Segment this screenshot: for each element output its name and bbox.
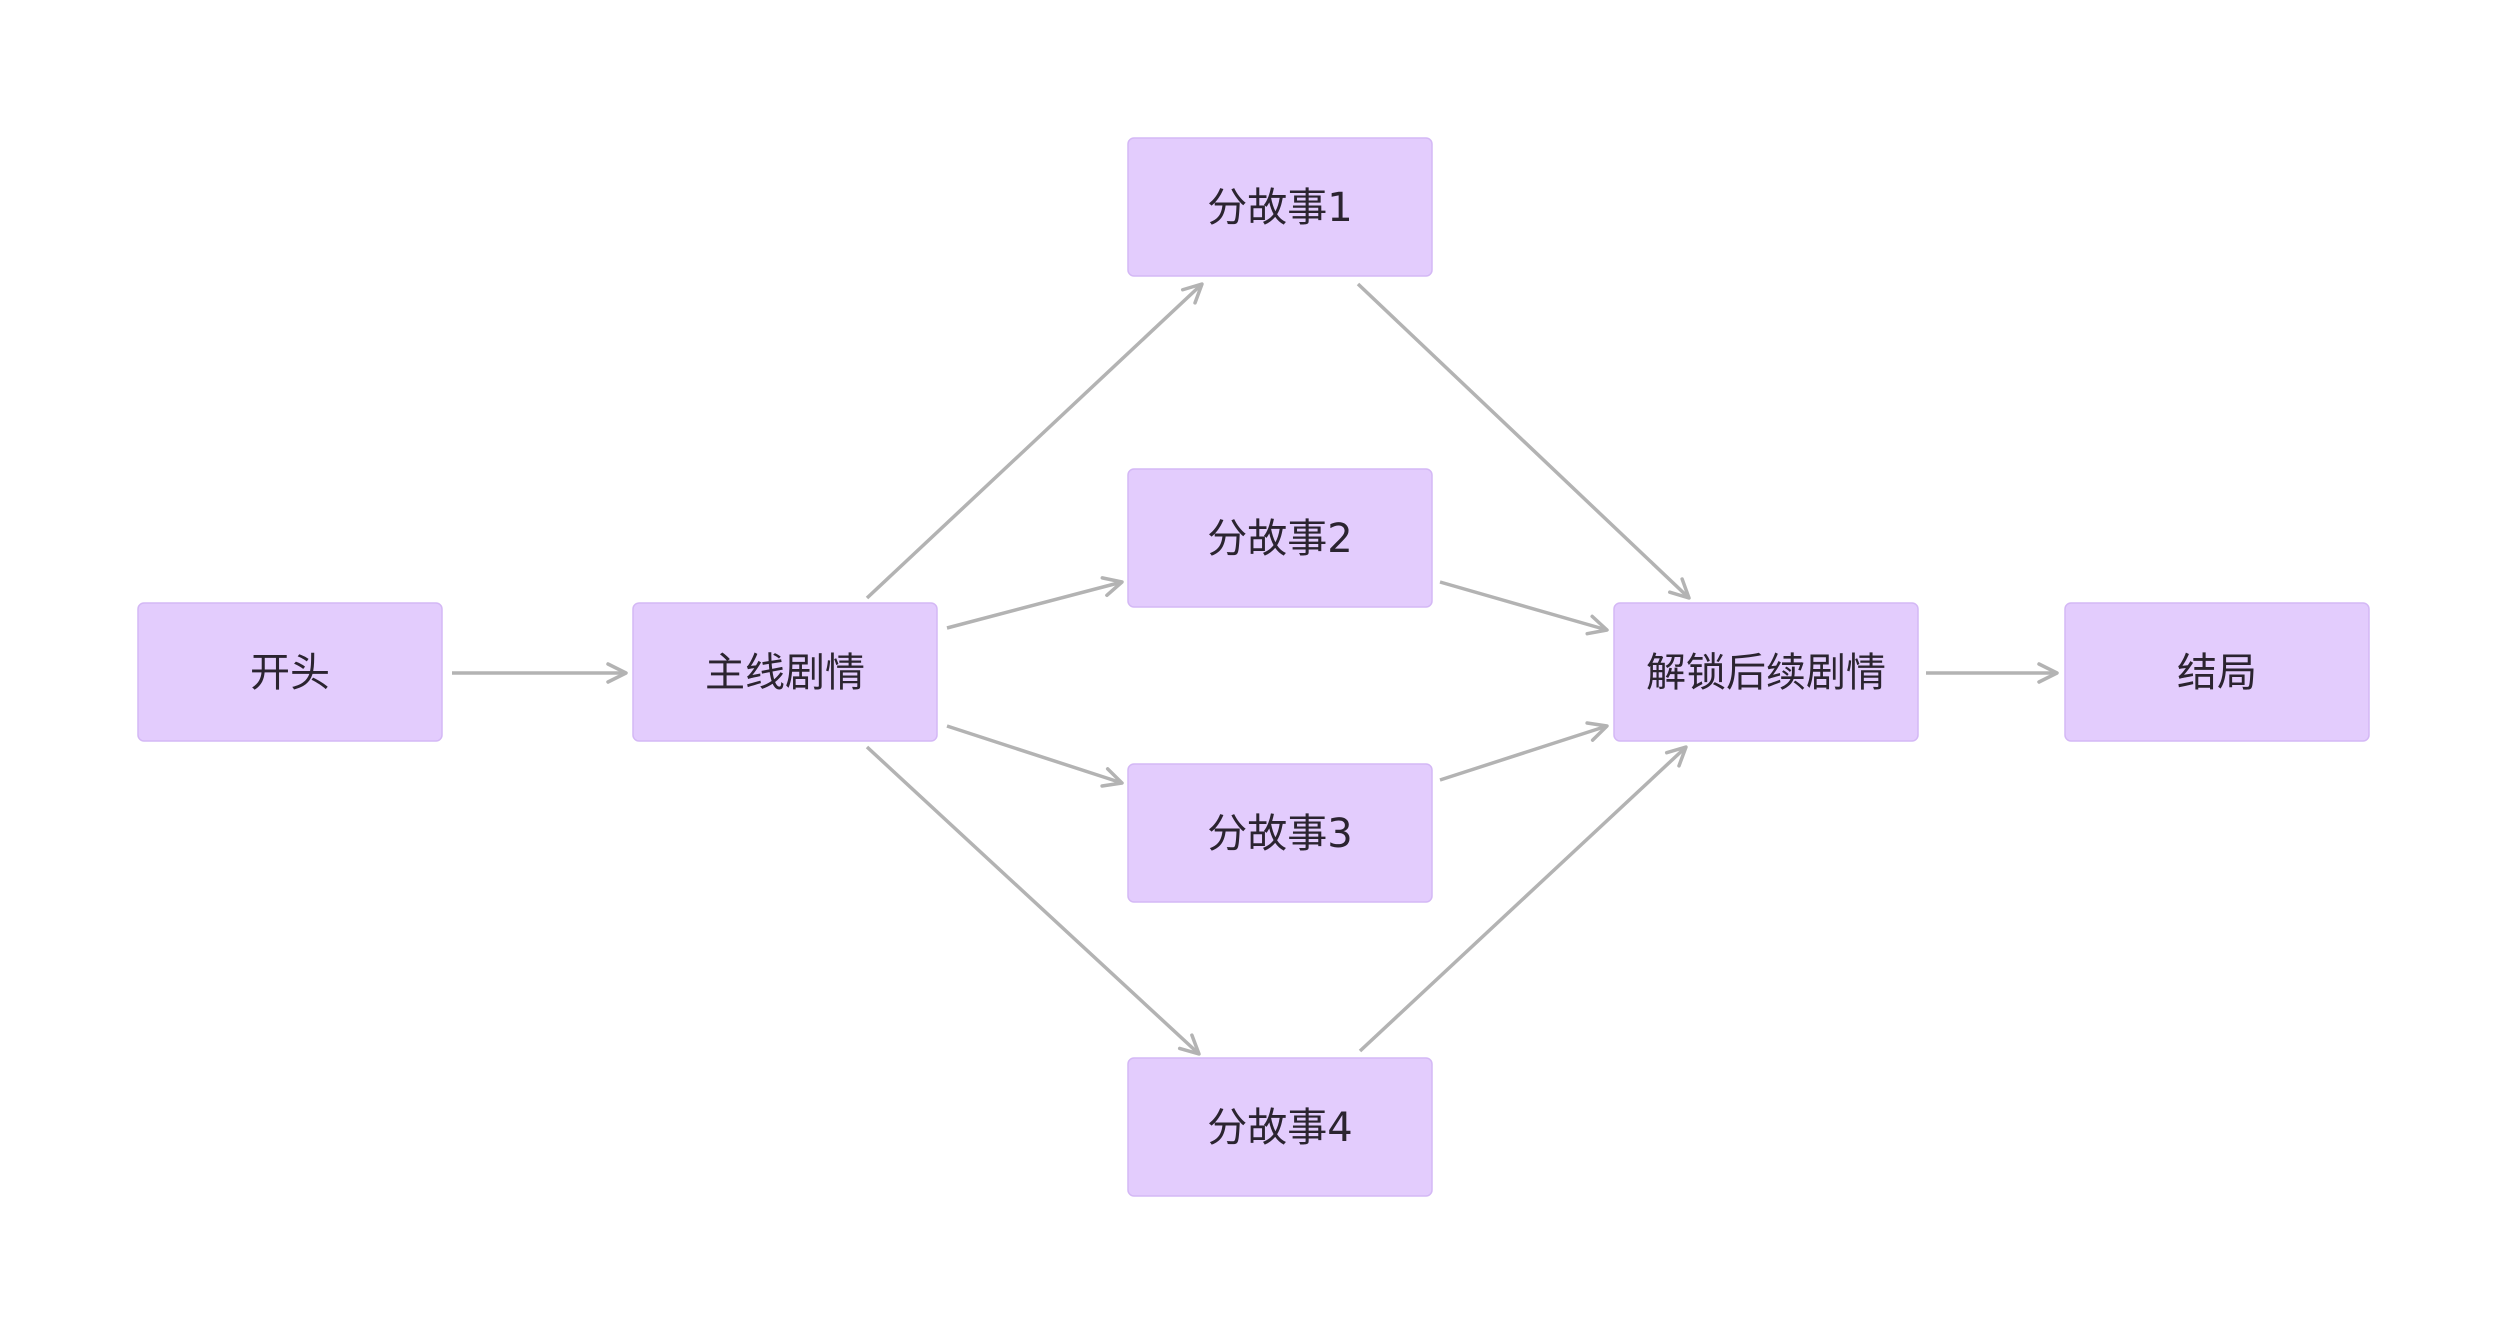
arrow-line	[865, 745, 1201, 1056]
node-label: 结局	[2177, 650, 2257, 696]
node-label: 主线剧情	[705, 650, 865, 696]
arrow-line	[1358, 745, 1688, 1053]
node-box	[1127, 763, 1433, 903]
edge-sub3-to-unlock	[1439, 721, 1609, 782]
arrow-line	[1356, 282, 1691, 600]
node-substory-2[interactable]: 分故事2	[1127, 468, 1433, 608]
edge-main-to-sub4	[865, 745, 1201, 1056]
node-box	[1127, 1057, 1433, 1197]
node-label: 分故事3	[1207, 811, 1352, 857]
arrow-line	[865, 282, 1204, 600]
node-substory-3[interactable]: 分故事3	[1127, 763, 1433, 903]
edge-main-to-sub1	[865, 282, 1204, 600]
node-main-story[interactable]: 主线剧情	[632, 602, 938, 742]
node-label: 分故事2	[1207, 516, 1352, 562]
node-start[interactable]: 开头	[137, 602, 443, 742]
node-box	[632, 602, 938, 742]
node-label: 分故事4	[1207, 1105, 1352, 1151]
edge-sub1-to-unlock	[1356, 282, 1691, 600]
node-box	[1127, 468, 1433, 608]
edge-main-to-sub2	[946, 576, 1124, 630]
edge-sub4-to-unlock	[1358, 745, 1688, 1053]
node-substory-1[interactable]: 分故事1	[1127, 137, 1433, 277]
node-ending[interactable]: 结局	[2064, 602, 2370, 742]
node-box	[2064, 602, 2370, 742]
node-substory-4[interactable]: 分故事4	[1127, 1057, 1433, 1197]
node-box	[1613, 602, 1919, 742]
node-box	[1127, 137, 1433, 277]
node-unlock-story[interactable]: 解锁后续剧情	[1613, 602, 1919, 742]
arrow-line	[1439, 721, 1609, 782]
edge-sub2-to-unlock	[1439, 580, 1609, 636]
node-label: 解锁后续剧情	[1646, 650, 1886, 696]
node-label: 开头	[250, 650, 330, 696]
node-label: 分故事1	[1207, 185, 1352, 231]
edge-main-to-sub3	[946, 724, 1124, 788]
arrow-line	[946, 724, 1124, 788]
arrow-line	[1439, 580, 1609, 636]
node-box	[137, 602, 443, 742]
arrow-line	[946, 576, 1124, 630]
